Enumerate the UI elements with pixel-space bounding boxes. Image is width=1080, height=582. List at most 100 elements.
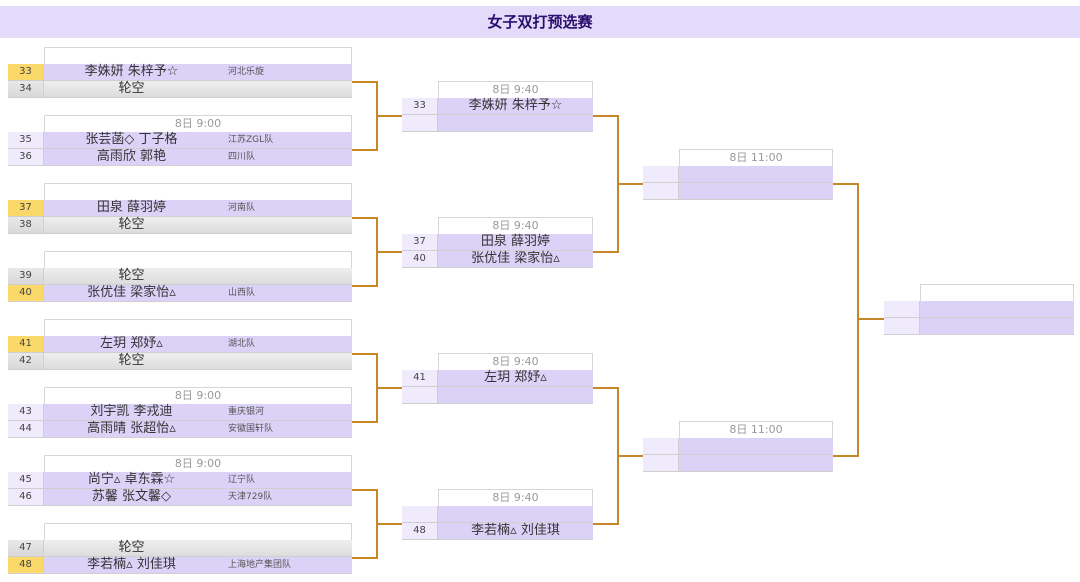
match-time-header: 8日 9:40 <box>438 81 593 99</box>
player-cell: 苏馨 张文馨◇天津729队 <box>44 489 352 505</box>
team-name: 河北乐旋 <box>228 67 265 77</box>
player-names: 左玥 郑妤▵ <box>484 370 547 385</box>
team-name: 上海地产集团队 <box>228 560 292 570</box>
team-name: 重庆银河 <box>228 407 265 417</box>
connector-line <box>352 217 376 219</box>
bracket-entry[interactable]: 37 田泉 薛羽婷 <box>402 234 593 251</box>
seed-number: 41 <box>8 336 44 352</box>
player-cell <box>679 183 833 199</box>
connector-line <box>617 455 643 457</box>
seed-number: 37 <box>402 234 438 250</box>
player-cell: 李姝妍 朱梓予☆ <box>438 98 593 114</box>
player-cell: 高雨晴 张超怡▵安徽国轩队 <box>44 421 352 437</box>
player-cell <box>438 387 593 403</box>
player-names: 田泉 薛羽婷 <box>480 234 551 249</box>
player-cell: 张优佳 梁家怡▵ <box>438 251 593 267</box>
player-names: 轮空 <box>118 540 145 555</box>
seed-number: 37 <box>8 200 44 216</box>
bracket-entry[interactable] <box>402 115 593 132</box>
player-names: 李姝妍 朱梓予☆ <box>468 98 563 113</box>
bracket-entry[interactable] <box>402 387 593 404</box>
seed-number <box>643 183 679 199</box>
player-cell: 左玥 郑妤▵湖北队 <box>44 336 352 352</box>
seed-number: 36 <box>8 149 44 165</box>
seed-number: 33 <box>8 64 44 80</box>
match-time-header: 8日 9:40 <box>438 217 593 235</box>
bracket-entry[interactable]: 33 李姝妍 朱梓予☆ 河北乐旋 <box>8 64 352 81</box>
player-cell <box>679 166 833 182</box>
player-cell: 田泉 薛羽婷 河南队 <box>44 200 352 216</box>
match-time-header: 8日 9:40 <box>438 353 593 371</box>
seed-number: 39 <box>8 268 44 284</box>
player-cell <box>438 506 593 522</box>
bracket-entry[interactable]: 33 李姝妍 朱梓予☆ <box>402 98 593 115</box>
player-names: 轮空 <box>118 353 145 368</box>
seed-number: 43 <box>8 404 44 420</box>
bracket-entry[interactable] <box>643 166 833 183</box>
player-cell: 轮空 <box>44 81 352 97</box>
connector-line <box>352 353 376 355</box>
bracket-entry[interactable]: 37 田泉 薛羽婷 河南队 <box>8 200 352 217</box>
team-name: 四川队 <box>228 152 256 162</box>
connector-line <box>617 183 643 185</box>
bracket-entry[interactable] <box>643 183 833 200</box>
connector-line <box>833 183 857 185</box>
bracket-entry[interactable] <box>884 301 1074 318</box>
bracket-entry[interactable]: 43 刘宇凯 李戎迪 重庆银河 <box>8 404 352 421</box>
player-names: 田泉 薛羽婷 <box>96 200 167 215</box>
match-time-header <box>44 523 352 541</box>
player-cell <box>920 318 1074 334</box>
connector-line <box>593 251 617 253</box>
team-name: 河南队 <box>228 203 256 213</box>
player-names: 尚宁▵ 卓东霖☆ <box>87 472 176 487</box>
player-cell: 张芸菡◇ 丁子格 江苏ZGL队 <box>44 132 352 148</box>
connector-line <box>376 387 402 389</box>
seed-number: 38 <box>8 217 44 233</box>
bracket-entry[interactable] <box>643 455 833 472</box>
player-names: 李姝妍 朱梓予☆ <box>84 64 179 79</box>
connector-line <box>857 318 884 320</box>
connector-line <box>593 523 617 525</box>
bracket-entry[interactable] <box>402 506 593 523</box>
team-name: 江苏ZGL队 <box>228 135 274 145</box>
seed-number: 44 <box>8 421 44 437</box>
connector-line <box>376 523 402 525</box>
player-cell: 高雨欣 郭艳四川队 <box>44 149 352 165</box>
bracket-entry[interactable] <box>884 318 1074 335</box>
match-time-header: 8日 9:00 <box>44 387 352 405</box>
bracket-entry[interactable]: 39 轮空 <box>8 268 352 285</box>
player-names: 轮空 <box>118 268 145 283</box>
player-cell: 李若楠▵ 刘佳琪 <box>438 523 593 539</box>
connector-line <box>352 149 376 151</box>
player-names: 刘宇凯 李戎迪 <box>90 404 173 419</box>
team-name: 山西队 <box>228 288 256 298</box>
connector-line <box>593 387 617 389</box>
team-name: 天津729队 <box>228 492 273 502</box>
connector-line <box>376 115 402 117</box>
match-time-header: 8日 11:00 <box>679 149 833 167</box>
match-time-header: 8日 9:00 <box>44 115 352 133</box>
bracket-entry[interactable] <box>643 438 833 455</box>
seed-number: 33 <box>402 98 438 114</box>
player-cell: 刘宇凯 李戎迪 重庆银河 <box>44 404 352 420</box>
player-names: 高雨晴 张超怡▵ <box>87 421 176 436</box>
player-cell: 轮空 <box>44 353 352 369</box>
seed-number: 46 <box>8 489 44 505</box>
player-names: 张芸菡◇ 丁子格 <box>85 132 178 147</box>
seed-number <box>884 318 920 334</box>
